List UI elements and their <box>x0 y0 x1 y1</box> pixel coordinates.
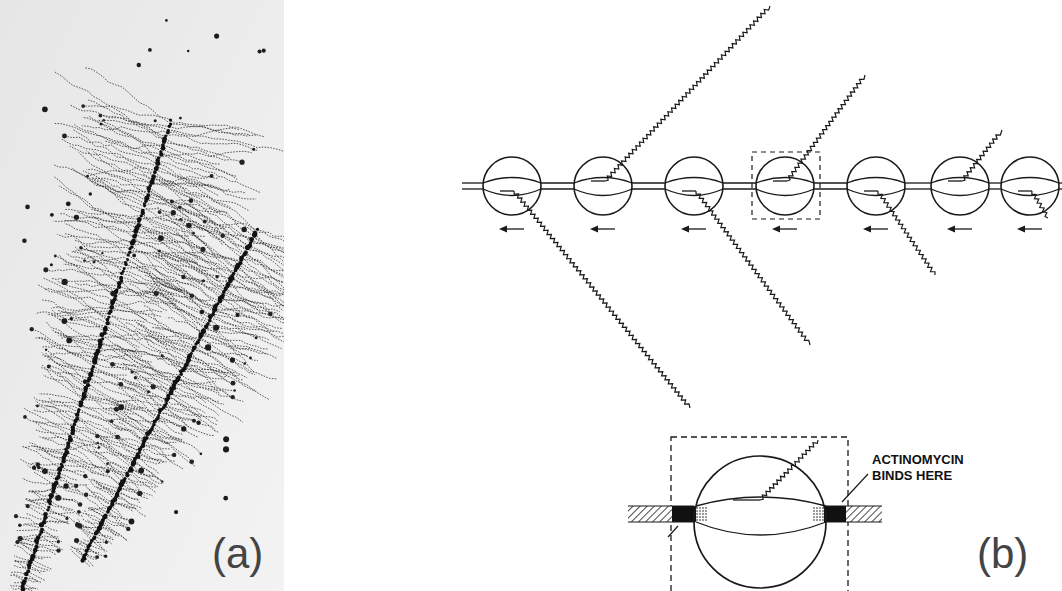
dna-strand <box>723 188 756 189</box>
dna-strand <box>632 182 665 183</box>
callout-label: ACTINOMYCIN BINDS HERE <box>872 452 976 483</box>
dna-strand <box>462 182 483 183</box>
dna-strand <box>814 188 847 189</box>
dna-strand <box>462 188 483 189</box>
rna-chain <box>514 191 690 408</box>
leader-line <box>842 474 868 502</box>
panel-label: (a) <box>210 533 265 575</box>
polymerase <box>931 130 1002 233</box>
rna-chain <box>878 191 935 275</box>
polymerase <box>1001 157 1059 233</box>
dna-strand <box>989 188 1001 189</box>
dna-strand <box>632 188 665 189</box>
leader-line <box>668 526 678 537</box>
dna-strand <box>541 188 574 189</box>
polymerase <box>574 6 770 233</box>
dna-strand <box>905 188 931 189</box>
rna-chain <box>787 75 865 181</box>
dna-strand <box>905 182 931 183</box>
rna-chain <box>962 130 1002 181</box>
dna-strand <box>541 182 574 183</box>
panel-label: (b) <box>975 533 1030 575</box>
polymerase <box>847 157 935 275</box>
dna-strand <box>723 182 756 183</box>
rna-chain <box>605 6 770 181</box>
polymerase <box>756 75 865 233</box>
micrograph <box>0 0 284 591</box>
dashed-box <box>752 152 820 219</box>
dna-strand <box>814 182 847 183</box>
transcription-schematic <box>462 6 1062 591</box>
polymerase <box>483 157 690 408</box>
rna-chain <box>1032 191 1048 218</box>
dna-strand <box>989 182 1001 183</box>
polymerase <box>665 157 810 345</box>
enlarged-inset <box>628 437 882 591</box>
